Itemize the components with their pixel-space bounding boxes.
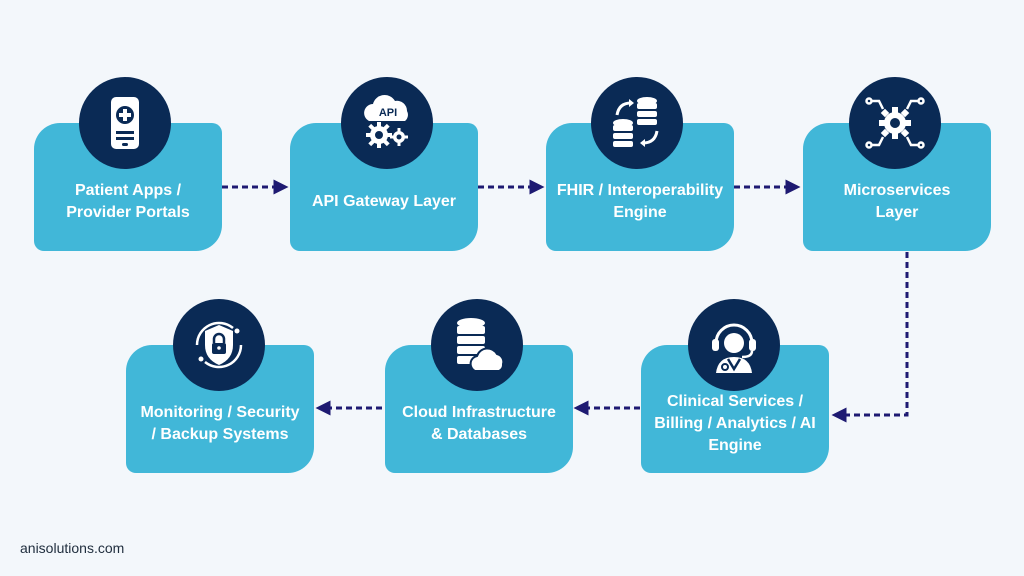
node-icon-fhir-engine	[591, 77, 683, 169]
node-label-fhir-engine: FHIR / Interoperability Engine	[556, 182, 724, 221]
node-label-microservices: Microservices Layer	[843, 182, 951, 221]
cloud-database-icon	[457, 318, 505, 372]
api-cloud-gears-icon: API	[364, 95, 408, 148]
database-sync-icon	[613, 97, 659, 147]
api-icon-text: API	[379, 107, 397, 119]
node-icon-cloud-infra	[431, 299, 523, 391]
shield-lock-icon	[195, 321, 243, 369]
node-icon-patient-apps	[79, 77, 171, 169]
footer-brand[interactable]: anisolutions.com	[20, 540, 125, 556]
mobile-medical-app-icon	[111, 97, 139, 149]
gear-network-icon	[865, 97, 925, 149]
doctor-headset-icon	[712, 323, 756, 373]
node-label-api-gateway: API Gateway Layer	[311, 193, 457, 210]
connector-microservices-to-clinical-services	[831, 252, 909, 423]
node-icon-monitoring	[173, 299, 265, 391]
node-label-clinical-services: Clinical Services / Billing / Analytics …	[654, 393, 816, 454]
node-label-cloud-infra: Cloud Infrastructure & Databases	[402, 404, 556, 443]
node-icon-api-gateway: API	[341, 77, 433, 169]
node-label-monitoring: Monitoring / Security / Backup Systems	[140, 404, 300, 443]
node-label-patient-apps: Patient Apps / Provider Portals	[66, 182, 190, 221]
node-icon-clinical-services	[688, 299, 780, 391]
node-patient-apps: Patient Apps / Provider Portals	[34, 123, 222, 251]
node-icon-microservices	[849, 77, 941, 169]
